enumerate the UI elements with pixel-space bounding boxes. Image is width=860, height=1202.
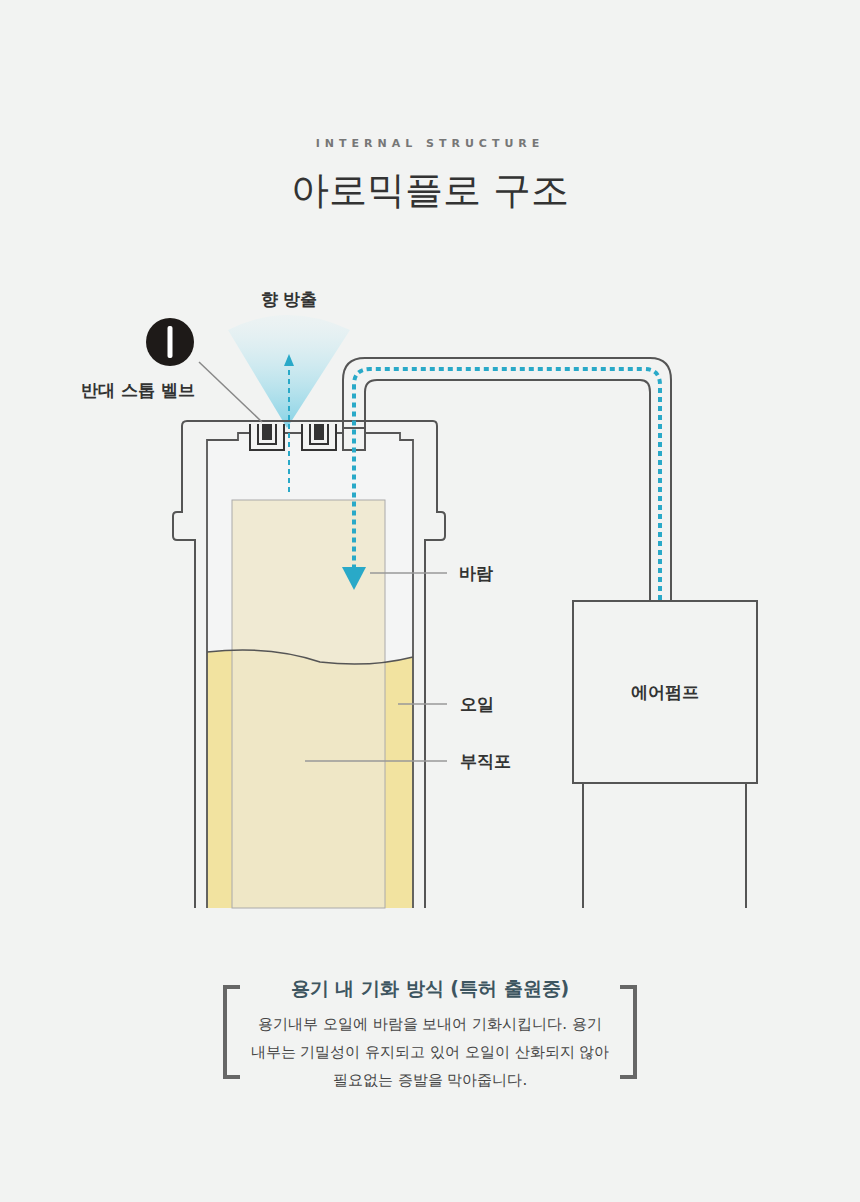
part-label: 향 방출 <box>261 288 318 311</box>
valve-core <box>314 424 324 440</box>
scent-arrowhead <box>284 354 294 366</box>
part-label: 바람 <box>459 562 493 585</box>
valve <box>250 424 284 450</box>
pump-box: 에어펌프 <box>572 600 758 784</box>
valve <box>302 424 336 450</box>
valve-icon <box>146 318 194 366</box>
airflow-arrow <box>354 369 660 600</box>
pump-stand <box>583 783 746 908</box>
bracket <box>620 987 635 1077</box>
oil-surface <box>207 650 413 664</box>
subtitle: INTERNAL STRUCTURE <box>316 137 545 150</box>
note-heading: 용기 내 기화 방식 (특허 출원중) <box>291 976 569 1002</box>
leader-line <box>370 572 447 574</box>
part-label: 오일 <box>460 693 494 716</box>
part-label: 반대 스톱 벨브 <box>81 379 195 402</box>
title: 아로믹플로 구조 <box>291 165 569 216</box>
note-body: 용기내부 오일에 바람을 보내어 기화시킵니다. 용기 내부는 기밀성이 유지되… <box>250 1010 610 1094</box>
part-label: 부직포 <box>460 750 511 773</box>
container-inner-wall <box>207 433 413 908</box>
bracket <box>225 987 240 1077</box>
valve-core <box>262 424 272 440</box>
wick <box>232 500 385 908</box>
valve-icon-slot <box>168 326 173 358</box>
leader-line <box>305 760 447 762</box>
scent-arrow <box>288 365 290 492</box>
air-pipe <box>343 358 671 600</box>
node-text: 에어펌프 <box>631 681 699 704</box>
container-inside <box>207 440 413 908</box>
leader-line <box>398 703 447 705</box>
air-pipe <box>365 380 650 600</box>
airflow-arrowhead <box>342 567 366 590</box>
leader-line <box>199 362 262 422</box>
container-outline <box>173 421 445 908</box>
